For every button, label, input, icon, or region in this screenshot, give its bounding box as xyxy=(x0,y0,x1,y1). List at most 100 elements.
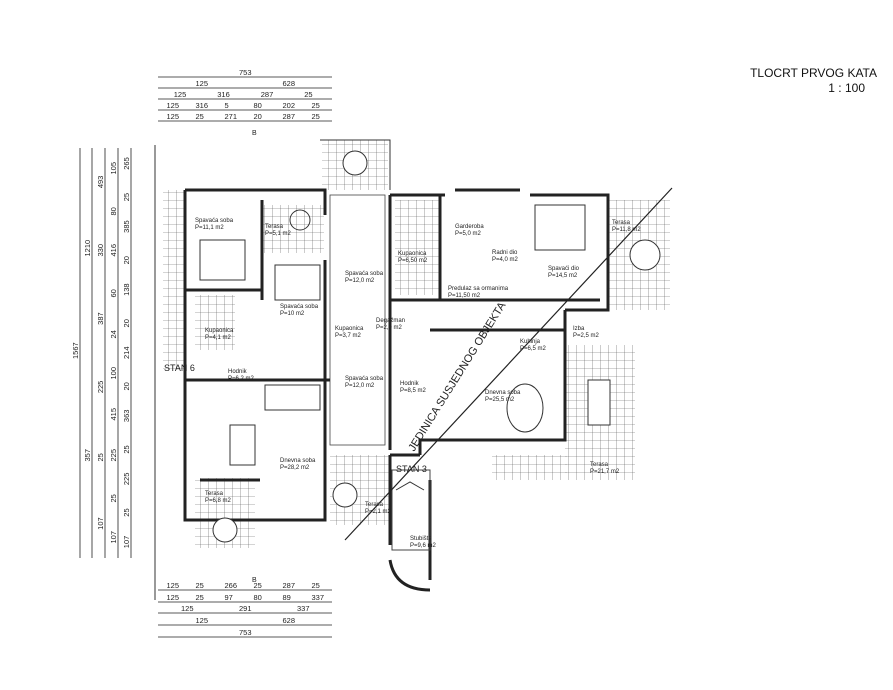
room-area: P=2,0 m2 xyxy=(376,325,403,331)
dimension-value: 89 xyxy=(283,593,291,602)
dimension-value: 20 xyxy=(254,112,262,121)
bath-41-tiles xyxy=(195,295,235,350)
room-name: Radni dio xyxy=(492,250,518,256)
room-name: Hodnik xyxy=(228,369,248,375)
dimension-value: 202 xyxy=(283,101,296,110)
room-area: P=10 m2 xyxy=(280,311,305,317)
room-area: P=21,7 m2 xyxy=(590,469,620,475)
dimension-value: 80 xyxy=(254,101,262,110)
room-name: Stubište xyxy=(410,536,432,542)
terrace-217b-tiles xyxy=(492,455,567,480)
dimension-value: 493 xyxy=(96,176,105,189)
room-name: Garderoba xyxy=(455,224,484,230)
room-area: P=6,5 m2 xyxy=(520,346,547,352)
terrace-table xyxy=(587,379,611,426)
room-area: P=8,5 m2 xyxy=(400,388,427,394)
double-bed-11 xyxy=(199,239,246,281)
room-area: P=12,0 m2 xyxy=(345,383,375,389)
room-name: Spavaća soba xyxy=(280,304,319,310)
sofa-left xyxy=(264,384,321,411)
room-area: P=4,1 m2 xyxy=(205,335,232,341)
double-bed-10 xyxy=(274,264,321,301)
room-area: P=25,5 m2 xyxy=(485,397,515,403)
dimension-value: 25 xyxy=(96,453,105,461)
dimension-value: 385 xyxy=(122,220,131,233)
stair-flight xyxy=(391,469,431,551)
dimension-value: 125 xyxy=(196,616,209,625)
room-area: P=9,6 m2 xyxy=(410,543,437,549)
unit-label-stan-3: STAN 3 xyxy=(396,464,427,474)
dimension-value: 291 xyxy=(239,604,252,613)
room-name: Degažman xyxy=(376,318,405,324)
unit-label-stan-6: STAN 6 xyxy=(164,363,195,373)
dimension-value: 25 xyxy=(196,593,204,602)
bath-650-tiles xyxy=(395,200,440,295)
dimension-value: 105 xyxy=(109,162,118,175)
dimension-value: 330 xyxy=(96,244,105,257)
dimension-value: 125 xyxy=(167,581,180,590)
dimension-value: 1567 xyxy=(71,342,80,359)
dimension-value: 363 xyxy=(122,410,131,423)
dimension-value: 125 xyxy=(181,604,194,613)
room-area: P=12,0 m2 xyxy=(345,278,375,284)
room-name: Terasa xyxy=(265,224,284,230)
dimension-value: 1210 xyxy=(83,240,92,257)
dimension-value: 287 xyxy=(283,112,296,121)
terrace-table-round-right xyxy=(629,239,661,271)
dimension-value: 20 xyxy=(122,319,131,327)
dimension-value: 80 xyxy=(109,207,118,215)
room-name: Spavaći dio xyxy=(548,266,580,272)
room-name: Spavaća soba xyxy=(345,271,384,277)
room-area: P=11,1 m2 xyxy=(195,225,224,231)
dimension-value: 25 xyxy=(122,445,131,453)
dimension-value: 316 xyxy=(217,90,230,99)
room-name: Dnevna soba xyxy=(485,390,521,396)
terrace-table-round-top xyxy=(342,150,368,176)
dimension-value: 265 xyxy=(122,157,131,170)
terrace-table-round-mid xyxy=(332,482,358,508)
dimension-value: 25 xyxy=(122,193,131,201)
dimension-value: 357 xyxy=(83,449,92,462)
room-name: Dnevna soba xyxy=(280,458,316,464)
dining-table-left xyxy=(229,424,256,466)
dimension-value: 753 xyxy=(239,68,252,77)
walls xyxy=(154,139,661,600)
dimension-value: 25 xyxy=(109,494,118,502)
dimension-value: 628 xyxy=(283,79,296,88)
dimension-value: 287 xyxy=(283,581,296,590)
room-area: P=6,50 m2 xyxy=(398,258,428,264)
room-name: Spavaća soba xyxy=(345,376,384,382)
dimension-value: 316 xyxy=(196,101,209,110)
dimension-value: 214 xyxy=(122,346,131,359)
dimension-value: 628 xyxy=(283,616,296,625)
dimension-value: 753 xyxy=(239,628,252,637)
stair-strip-tiles xyxy=(163,190,185,370)
dimension-value: 25 xyxy=(196,112,204,121)
room-name: Terasa xyxy=(205,491,224,497)
dimension-value: 25 xyxy=(312,101,320,110)
dimension-value: 25 xyxy=(312,581,320,590)
middle-column xyxy=(329,194,386,446)
room-area: P=2,5 m2 xyxy=(573,333,600,339)
dimension-value: 337 xyxy=(297,604,310,613)
dimension-value: 107 xyxy=(109,531,118,544)
dimension-value: 24 xyxy=(109,330,118,338)
dimension-value: 225 xyxy=(109,449,118,462)
room-name: Terasa xyxy=(365,502,384,508)
dimension-value: 60 xyxy=(109,289,118,297)
